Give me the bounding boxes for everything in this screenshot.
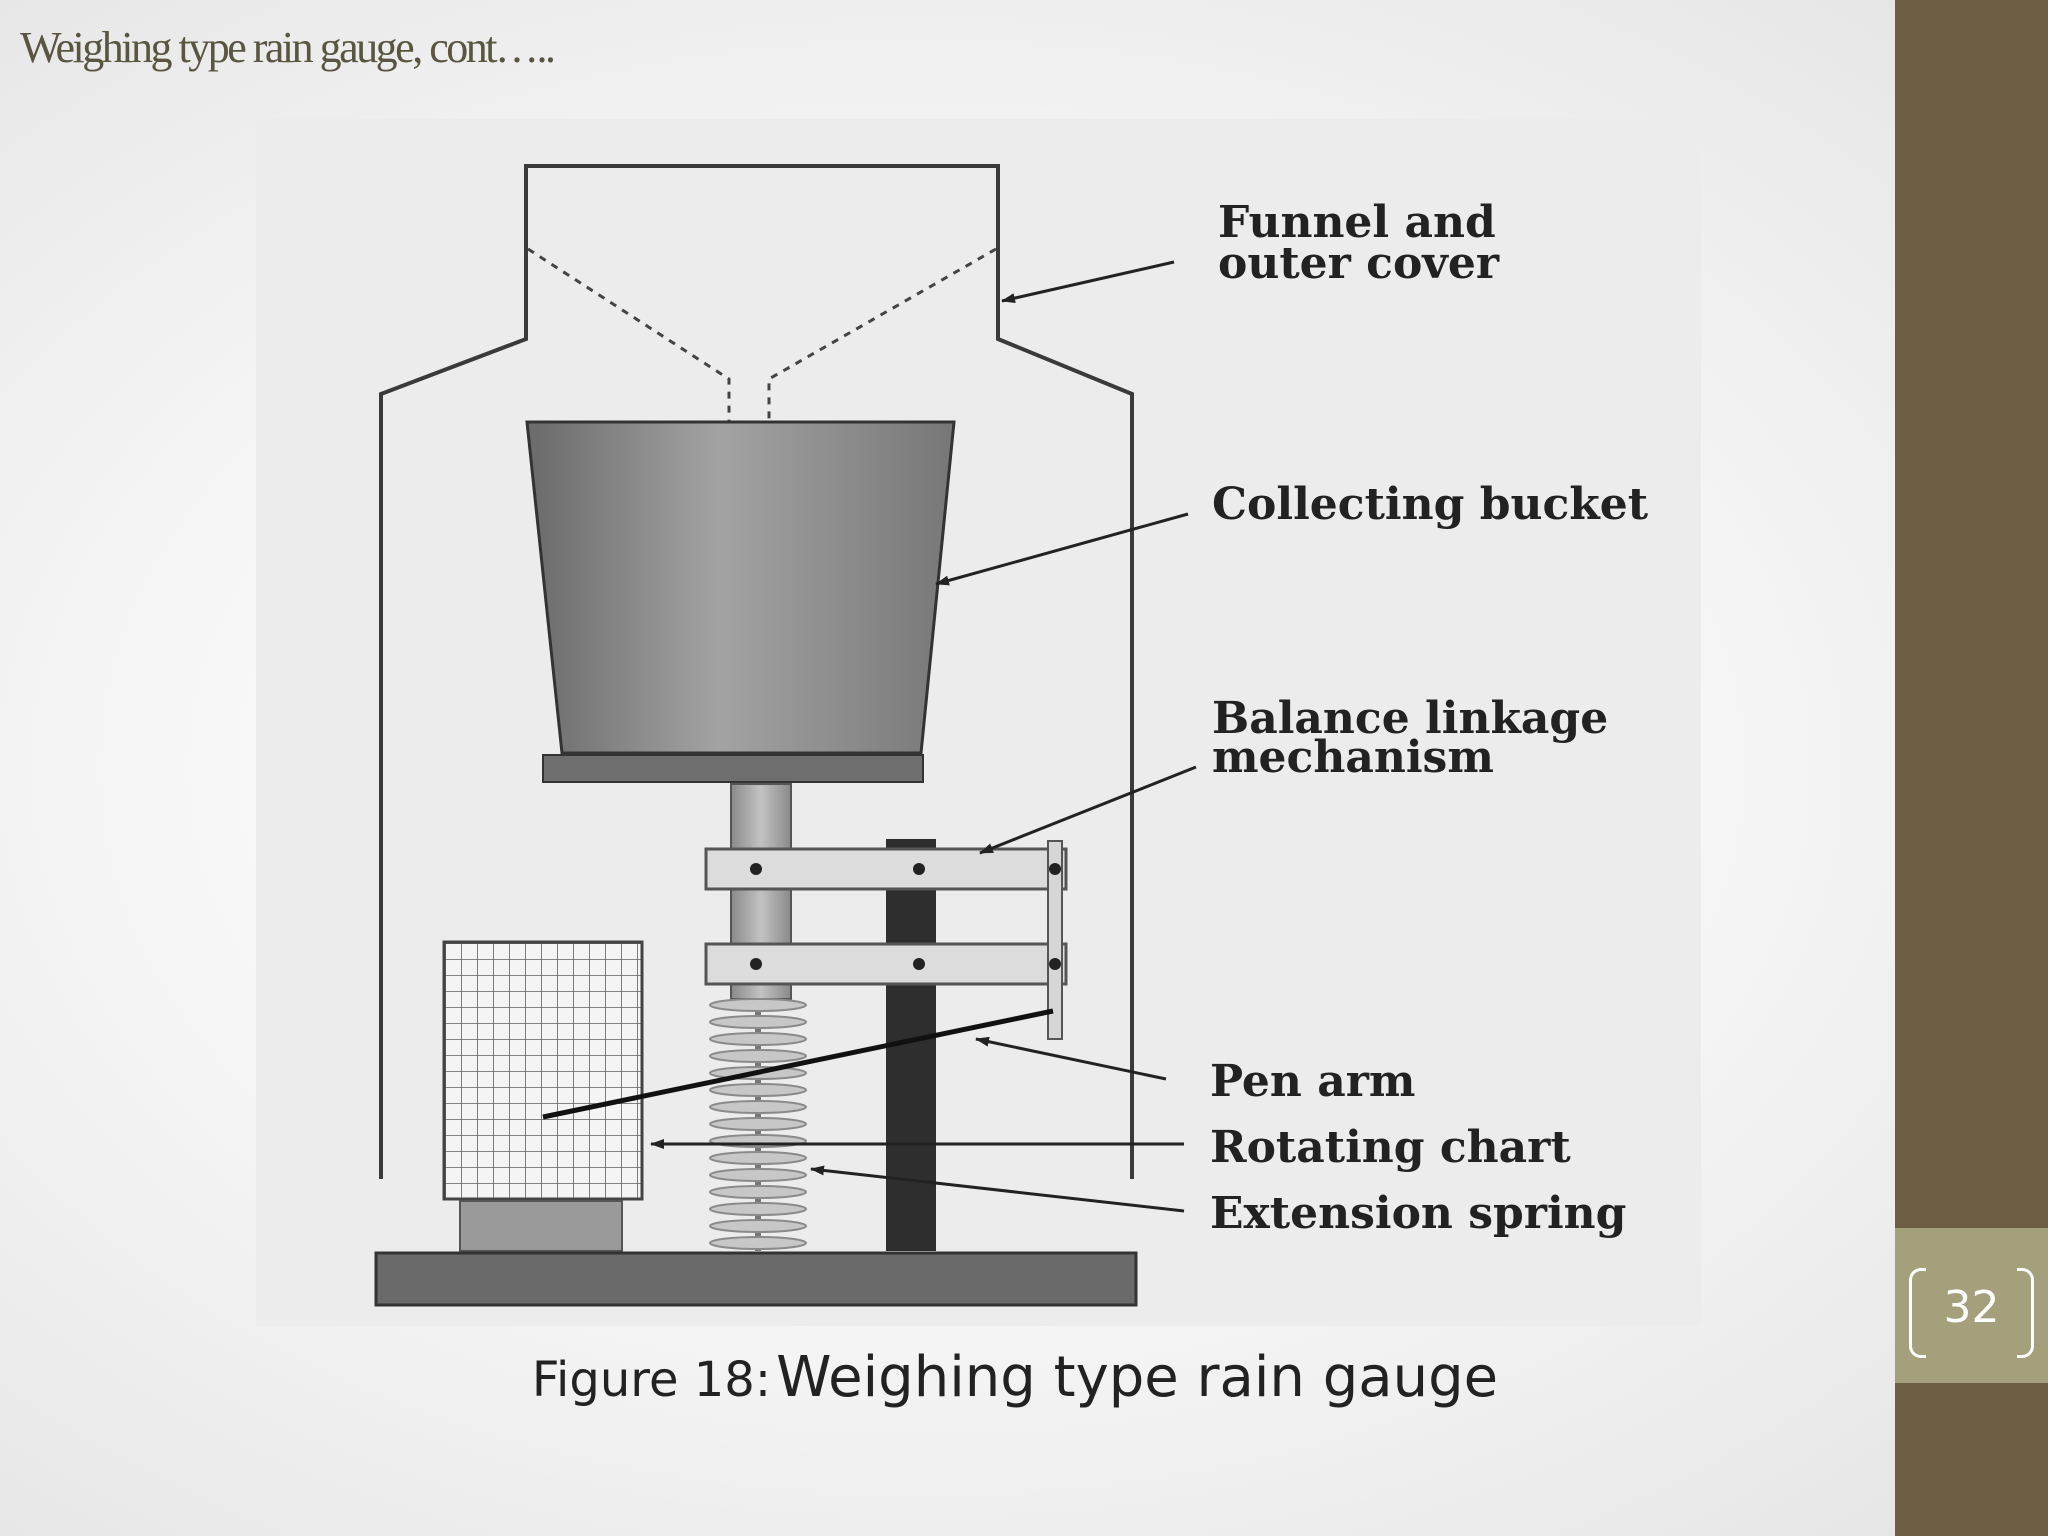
extension-spring [709,998,807,1251]
label-funnel-line1: Funnel and [1218,197,1496,248]
rain-gauge-diagram: Funnel and outer cover Collecting bucket… [374,164,1649,1307]
label-balance-line2: mechanism [1212,732,1494,783]
bracket-left-icon [1909,1268,1926,1358]
gauge-base [374,1251,1138,1307]
label-collecting-bucket: Collecting bucket [1212,479,1649,530]
outer-cover [379,164,1134,1179]
label-funnel-line2: outer cover [1218,238,1500,289]
collecting-bucket [525,420,956,783]
figure-image: Funnel and outer cover Collecting bucket… [256,119,1701,1326]
figure-caption: Figure 18: Weighing type rain gauge [0,1345,2030,1410]
caption-text: Weighing type rain gauge [776,1345,1499,1410]
slide-title: Weighing type rain gauge, cont….. [20,23,556,72]
bracket-right-icon [2017,1268,2034,1358]
rotating-chart [442,940,644,1252]
balance-linkage [704,840,1068,1040]
label-rotating-chart: Rotating chart [1210,1122,1571,1173]
leader-lines [650,260,1197,1213]
pen-arm [542,1008,1054,1120]
caption-prefix: Figure 18: [531,1352,771,1408]
label-extension-spring: Extension spring [1210,1188,1626,1239]
page-number: 32 [1943,1282,2000,1333]
label-balance-line1: Balance linkage [1212,693,1608,744]
label-pen-arm: Pen arm [1210,1056,1415,1107]
funnel [527,247,997,424]
page-number-tab: 32 [1895,1228,2048,1383]
